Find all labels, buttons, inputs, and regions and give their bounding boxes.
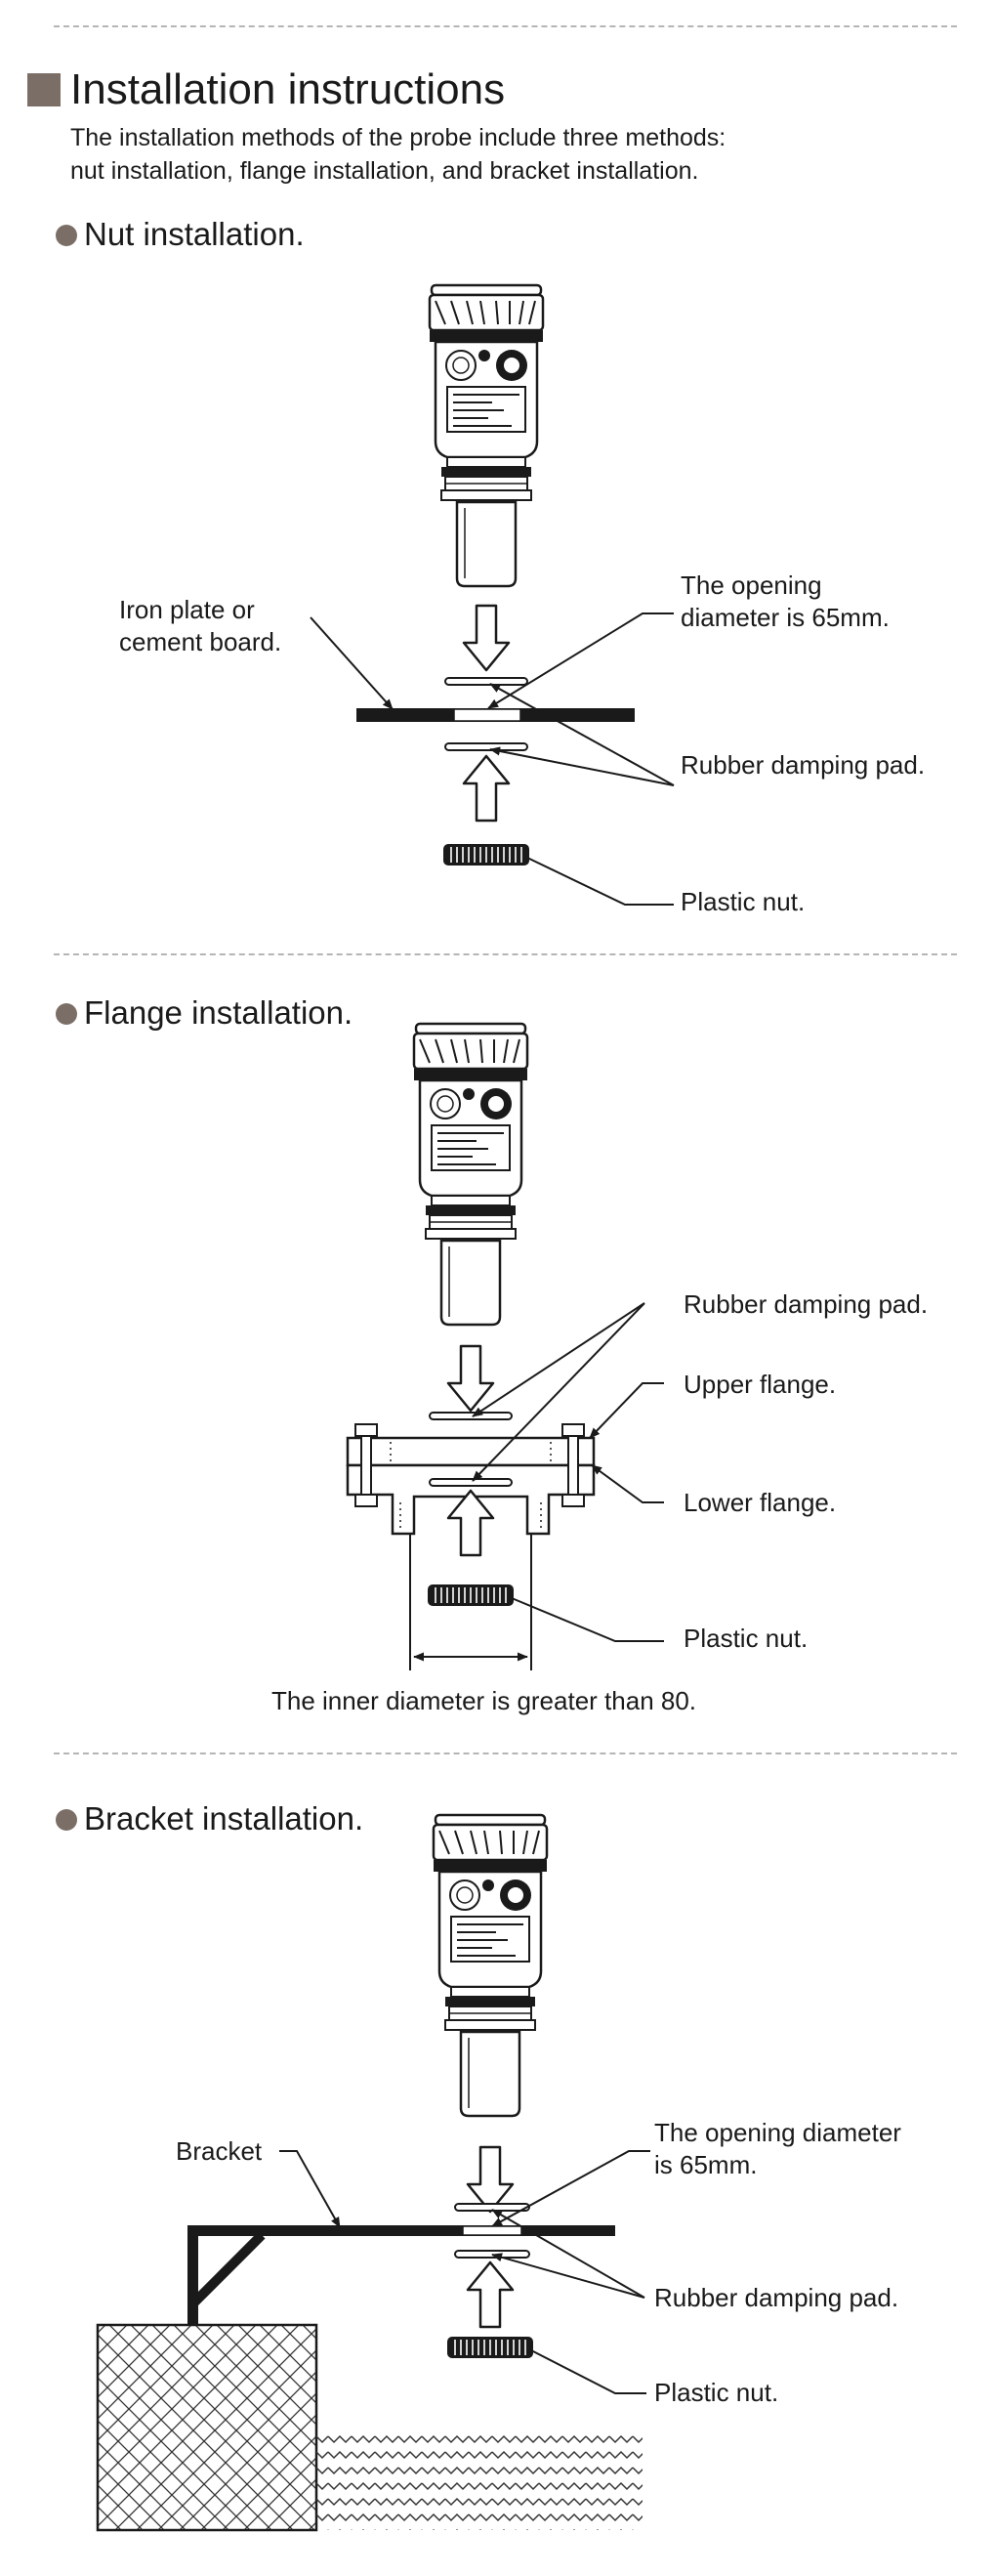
label-plate-1: Iron plate or bbox=[119, 595, 255, 624]
leader-nut bbox=[526, 857, 674, 906]
concrete-wall bbox=[96, 2323, 318, 2532]
down-arrow-icon bbox=[462, 604, 511, 672]
divider-2 bbox=[54, 1753, 957, 1754]
leader-pad-lower bbox=[472, 1302, 645, 1482]
ultrasonic-probe-icon bbox=[428, 283, 545, 588]
leader-pad-lower bbox=[489, 746, 675, 786]
leader-opening bbox=[487, 612, 674, 709]
leader-plate bbox=[310, 616, 394, 710]
bullet-icon bbox=[56, 225, 77, 246]
bracket-section-title: Bracket installation. bbox=[84, 1800, 364, 1837]
lower-damping-pad bbox=[429, 1478, 513, 1487]
leader-nut bbox=[511, 1597, 664, 1642]
up-arrow-icon bbox=[446, 1489, 495, 1557]
label-bracket: Bracket bbox=[176, 2136, 263, 2166]
bracket-brace bbox=[189, 2231, 266, 2307]
leader-bracket bbox=[279, 2150, 341, 2228]
left-bolt-icon bbox=[354, 1423, 378, 1507]
upper-damping-pad bbox=[429, 1412, 513, 1420]
ultrasonic-probe-icon bbox=[432, 1813, 549, 2118]
leader-nut bbox=[530, 2349, 646, 2394]
label-nut: Plastic nut. bbox=[681, 887, 806, 916]
upper-damping-pad bbox=[444, 677, 528, 686]
flange-installation-diagram bbox=[346, 1022, 664, 1670]
upper-flange bbox=[346, 1436, 596, 1467]
leader-opening bbox=[491, 2150, 650, 2227]
label-opening-2: diameter is 65mm. bbox=[681, 603, 890, 632]
bullet-icon bbox=[56, 1809, 77, 1831]
bracket-arm bbox=[187, 2225, 615, 2236]
leader-lower-flange bbox=[591, 1464, 664, 1503]
up-arrow-icon bbox=[462, 754, 511, 823]
down-arrow-icon bbox=[466, 2145, 515, 2214]
leader-pad-lower bbox=[491, 2253, 645, 2299]
ultrasonic-probe-icon bbox=[412, 1022, 529, 1327]
label-opening-2: is 65mm. bbox=[654, 2150, 758, 2179]
bracket-installation-diagram bbox=[96, 1813, 650, 2532]
plastic-nut-icon bbox=[442, 843, 530, 866]
bullet-icon bbox=[56, 1003, 77, 1025]
section-marker-icon bbox=[27, 73, 61, 106]
label-lower-flange: Lower flange. bbox=[684, 1488, 837, 1517]
nut-installation-diagram bbox=[310, 283, 675, 906]
leader-pad-upper bbox=[472, 1302, 645, 1417]
intro-line-2: nut installation, flange installation, a… bbox=[70, 157, 699, 185]
up-arrow-icon bbox=[466, 2260, 515, 2329]
upper-damping-pad bbox=[454, 2203, 530, 2212]
plastic-nut-icon bbox=[427, 1584, 515, 1607]
label-pad: Rubber damping pad. bbox=[681, 750, 926, 780]
label-plate-2: cement board. bbox=[119, 627, 282, 656]
plate-opening bbox=[453, 708, 521, 722]
bracket-post bbox=[187, 2231, 198, 2325]
flange-section-title: Flange installation. bbox=[84, 994, 353, 1031]
label-nut: Plastic nut. bbox=[654, 2378, 779, 2407]
label-pad: Rubber damping pad. bbox=[654, 2283, 899, 2312]
label-nut: Plastic nut. bbox=[684, 1624, 809, 1653]
flange-caption: The inner diameter is greater than 80. bbox=[271, 1686, 697, 1715]
label-pad: Rubber damping pad. bbox=[684, 1289, 929, 1319]
lower-damping-pad bbox=[454, 2250, 530, 2259]
down-arrow-icon bbox=[446, 1344, 495, 1413]
leader-pad-upper bbox=[489, 683, 675, 786]
lower-damping-pad bbox=[444, 742, 528, 751]
label-upper-flange: Upper flange. bbox=[684, 1370, 837, 1399]
water-surface bbox=[316, 2428, 643, 2530]
divider-1 bbox=[54, 953, 957, 955]
right-bolt-icon bbox=[561, 1423, 585, 1507]
lower-flange bbox=[346, 1463, 596, 1536]
top-divider bbox=[54, 25, 957, 27]
page-title: Installation instructions bbox=[70, 65, 506, 113]
leader-upper-flange bbox=[589, 1382, 664, 1439]
leader-pad-upper bbox=[491, 2209, 645, 2299]
plastic-nut-icon bbox=[446, 2336, 534, 2359]
bracket-opening bbox=[462, 2225, 522, 2236]
label-opening-1: The opening bbox=[681, 570, 822, 600]
intro-line-1: The installation methods of the probe in… bbox=[70, 124, 726, 151]
label-opening-1: The opening diameter bbox=[654, 2118, 901, 2147]
nut-section-title: Nut installation. bbox=[84, 216, 305, 252]
